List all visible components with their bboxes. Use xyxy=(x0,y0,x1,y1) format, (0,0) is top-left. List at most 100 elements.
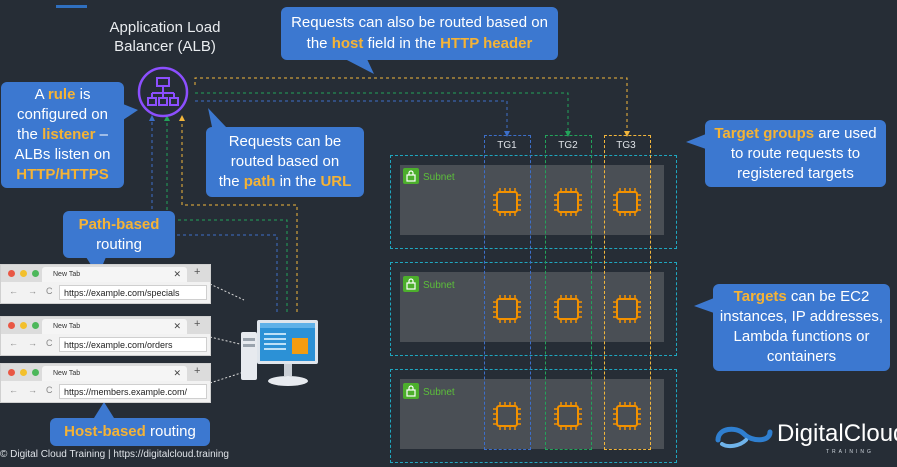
address-bar[interactable]: https://example.com/orders xyxy=(59,337,207,352)
callout-rule: A rule is configured on the listener – A… xyxy=(1,82,124,188)
logo-name: DigitalCloud xyxy=(777,420,897,447)
browser-window-orders: New Tab ✕ + ← → C https://example.com/ord… xyxy=(0,316,211,356)
alb-label: Application Load Balancer (ALB) xyxy=(109,19,221,55)
new-tab-icon[interactable]: + xyxy=(194,318,201,330)
browser-tab[interactable]: New Tab ✕ xyxy=(42,267,187,282)
callout-path: Requests can be routed based on the path… xyxy=(206,127,364,197)
callout-target-groups: Target groups are used to route requests… xyxy=(705,120,886,187)
callout-pointer xyxy=(123,104,138,120)
callout-text: containers xyxy=(766,348,837,365)
callout-text: Lambda functions or xyxy=(733,328,870,345)
callout-text: Requests can be xyxy=(228,133,342,150)
callout-text: Requests can also be routed based on the xyxy=(291,14,548,52)
tab-title: New Tab xyxy=(53,271,81,278)
reload-icon[interactable]: C xyxy=(46,385,53,395)
subnet-bar xyxy=(400,165,664,235)
tab-title: New Tab xyxy=(53,370,81,377)
callout-host-based: Host-based routing xyxy=(50,418,210,446)
subnet-area xyxy=(390,369,677,463)
back-arrow-icon[interactable]: ← xyxy=(9,338,18,348)
ec2-instance-chip-icon xyxy=(492,401,522,431)
maximize-dot-icon[interactable] xyxy=(32,369,39,376)
maximize-dot-icon[interactable] xyxy=(32,270,39,277)
tg1-label: TG1 xyxy=(497,140,517,151)
new-tab-icon[interactable]: + xyxy=(194,266,201,278)
address-bar[interactable]: https://members.example.com/ xyxy=(59,384,207,399)
forward-arrow-icon[interactable]: → xyxy=(28,385,37,395)
highlight-rule: rule xyxy=(47,86,76,103)
ec2-instance-chip-icon xyxy=(612,401,642,431)
callout-text: the xyxy=(17,126,43,143)
close-dot-icon[interactable] xyxy=(8,270,15,277)
highlight-host-based: Host-based xyxy=(64,423,146,440)
desktop-computer-icon xyxy=(238,318,320,388)
new-tab-icon[interactable]: + xyxy=(194,365,201,377)
callout-pointer xyxy=(694,298,714,313)
close-tab-icon[interactable]: ✕ xyxy=(173,368,181,378)
reload-icon[interactable]: C xyxy=(46,286,53,296)
highlight-listener: listener xyxy=(42,126,96,143)
subnet-bar xyxy=(400,379,664,449)
minimize-dot-icon[interactable] xyxy=(20,270,27,277)
highlight-http-header: HTTP header xyxy=(440,35,533,52)
tab-title: New Tab xyxy=(53,323,81,330)
callout-text: are used xyxy=(814,125,877,142)
callout-text: A xyxy=(34,86,48,103)
close-tab-icon[interactable]: ✕ xyxy=(173,321,181,331)
callout-text: instances, IP addresses, xyxy=(719,308,884,325)
callout-text: ALBs listen on xyxy=(14,146,111,163)
callout-path-based: Path-based routing xyxy=(63,211,175,258)
top-accent-bar xyxy=(56,5,87,8)
ec2-instance-chip-icon xyxy=(553,187,583,217)
forward-arrow-icon[interactable]: → xyxy=(28,338,37,348)
forward-arrow-icon[interactable]: → xyxy=(28,286,37,296)
alb-icon xyxy=(137,66,189,118)
subnet-label: Subnet xyxy=(423,280,455,291)
callout-text: routing xyxy=(96,236,142,253)
target-group-tg2 xyxy=(545,135,592,450)
subnet-lock-icon xyxy=(403,383,419,399)
callout-text: field in the xyxy=(363,35,441,52)
highlight-path-based: Path-based xyxy=(78,216,160,233)
callout-pointer xyxy=(208,108,226,127)
ec2-instance-chip-icon xyxy=(492,187,522,217)
back-arrow-icon[interactable]: ← xyxy=(9,286,18,296)
callout-text: registered targets xyxy=(737,165,854,182)
subnet-bar xyxy=(400,272,664,342)
maximize-dot-icon[interactable] xyxy=(32,322,39,329)
close-tab-icon[interactable]: ✕ xyxy=(173,269,181,279)
highlight-http-https: HTTP/HTTPS xyxy=(16,166,109,183)
subnet-area xyxy=(390,155,677,249)
minimize-dot-icon[interactable] xyxy=(20,322,27,329)
close-dot-icon[interactable] xyxy=(8,369,15,376)
ec2-instance-chip-icon xyxy=(553,294,583,324)
callout-pointer xyxy=(94,402,114,418)
callout-text: can be EC2 xyxy=(786,288,870,305)
minimize-dot-icon[interactable] xyxy=(20,369,27,376)
callout-host-header: Requests can also be routed based on the… xyxy=(281,7,558,60)
highlight-target-groups: Target groups xyxy=(714,125,815,142)
ec2-instance-chip-icon xyxy=(492,294,522,324)
callout-text: the xyxy=(218,173,244,190)
browser-tab[interactable]: New Tab ✕ xyxy=(42,366,187,381)
highlight-path: path xyxy=(243,173,276,190)
back-arrow-icon[interactable]: ← xyxy=(9,385,18,395)
callout-text: in the xyxy=(275,173,321,190)
subnet-label: Subnet xyxy=(423,172,455,183)
subnet-lock-icon xyxy=(403,276,419,292)
footer-copyright: © Digital Cloud Training | https://digit… xyxy=(0,449,229,460)
logo-subtitle: TRAINING xyxy=(826,449,874,455)
callout-text: is xyxy=(75,86,91,103)
digitalcloud-logo-icon xyxy=(714,420,774,450)
callout-text: configured on xyxy=(17,106,108,123)
highlight-targets: Targets xyxy=(733,288,787,305)
browser-window-members: New Tab ✕ + ← → C https://members.example… xyxy=(0,363,211,403)
close-dot-icon[interactable] xyxy=(8,322,15,329)
reload-icon[interactable]: C xyxy=(46,338,53,348)
tg2-label: TG2 xyxy=(558,140,578,151)
callout-text: – xyxy=(95,126,108,143)
ec2-instance-chip-icon xyxy=(553,401,583,431)
browser-tab[interactable]: New Tab ✕ xyxy=(42,319,187,334)
address-bar[interactable]: https://example.com/specials xyxy=(59,285,207,300)
